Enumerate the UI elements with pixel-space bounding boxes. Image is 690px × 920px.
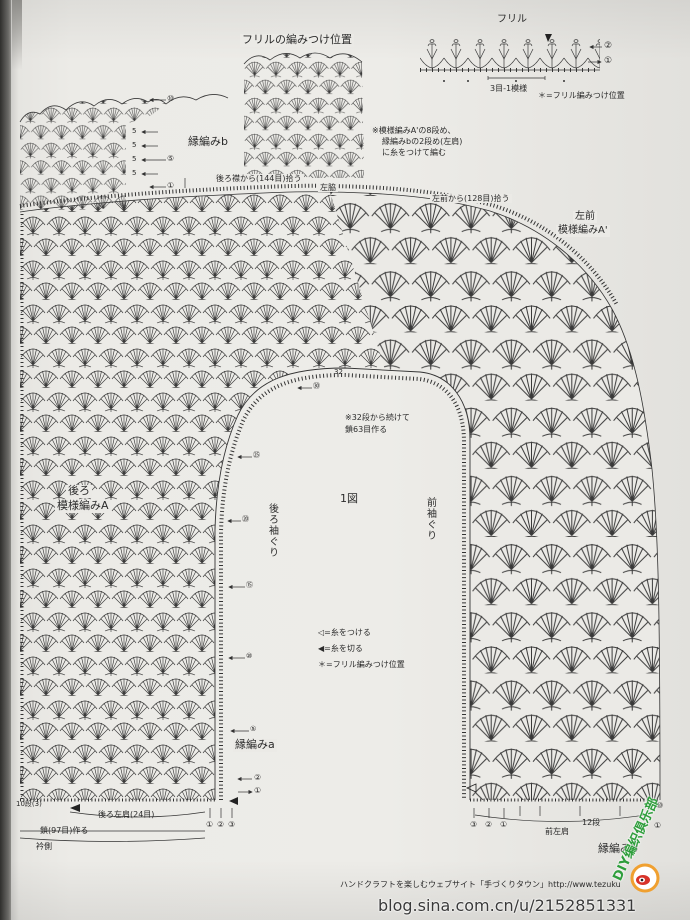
row-marker-1: ① — [254, 786, 262, 795]
front-body-pattern — [330, 192, 660, 800]
right-row-marker-10: ⑩ — [656, 801, 664, 810]
stitch-count-1: 5 — [130, 127, 139, 136]
row-marker-top-10: ⑩ — [167, 94, 175, 103]
row-marker-2: ② — [254, 773, 262, 782]
back-label: 後ろ — [66, 484, 92, 498]
row-marker-32: 32 — [334, 368, 343, 376]
back-left-shoulder-label: 後ろ左肩(24目) — [98, 810, 155, 819]
back-bottom-mark-1: ① — [206, 820, 214, 829]
row-marker-20: ⑳ — [242, 515, 249, 523]
frill-row-label-1: ① — [604, 56, 613, 66]
edging-b-label: 縁編みb — [186, 135, 230, 149]
frill-position-title: フリルの編みつけ位置 — [240, 33, 354, 47]
frill-repeat-label: 3目-1模様 — [490, 84, 528, 93]
row-marker-arrows — [141, 97, 312, 795]
cut-yarn-icon — [70, 804, 80, 812]
edging-b-scallop-edge — [19, 94, 229, 123]
stitch-count-3: 5 — [130, 155, 139, 164]
footer-site: ハンドクラフトを楽しむウェブサイト「手づくりタウン」http://www.tez… — [340, 880, 621, 889]
stitch-count-4: 5 — [130, 169, 139, 178]
back-bottom-mark-3: ③ — [228, 820, 236, 829]
edging-a-label: 縁編みa — [233, 738, 277, 752]
chain-97-label: 鎖(97目)作る — [40, 826, 89, 835]
pattern-a-label: 模様編みA — [55, 499, 111, 513]
sina-logo-icon — [630, 863, 660, 893]
edging-b-strip-pattern — [20, 98, 166, 212]
edging-b-bottom-label: 縁編みb — [598, 842, 638, 855]
legend-cut-yarn: ◀=糸を切る — [318, 644, 363, 653]
frill-repeat-bracket — [487, 76, 546, 80]
armhole-edge-a-stitches — [219, 372, 466, 800]
row-marker-10: ⑩ — [246, 652, 253, 660]
back-bottom-rows-label: 10段(3) — [16, 800, 42, 808]
right-row-marker-1: ① — [654, 821, 662, 830]
left-front-label: 左前 — [573, 211, 597, 223]
front-bottom-mark-2: ② — [485, 820, 493, 829]
rows-12-label: 12段 — [582, 818, 601, 827]
row-marker-30: ㉚ — [313, 382, 320, 390]
figure-title: 1図 — [340, 492, 358, 505]
neck-side-label: 衿側 — [36, 842, 52, 851]
frill-attach-marker-icon — [545, 34, 552, 42]
front-bottom-mark-3: ③ — [470, 820, 478, 829]
note-chain-line-1: ※32段から続けて — [345, 413, 410, 422]
legend-frill-position: ＊=フリル編みつけ位置 — [318, 660, 405, 669]
frill-chart-stitches — [420, 38, 600, 70]
row-marker-15: ⑮ — [246, 581, 253, 589]
armhole-edge-line — [214, 367, 471, 800]
book-binding-shadow — [0, 0, 12, 920]
front-bottom-mark-1: ① — [500, 820, 508, 829]
row-marker-top-5: ⑤ — [167, 154, 175, 163]
cut-yarn-icon-2 — [229, 797, 238, 805]
back-armhole-label: 後ろ袖ぐり — [266, 503, 278, 558]
frill-attach-legend: ＊=フリル編みつけ位置 — [538, 91, 625, 100]
neckline-edge-line — [19, 191, 661, 801]
pick-back-neck-label: 後ろ襟から(144目)拾う — [214, 174, 304, 184]
row-marker-5: ⑤ — [250, 725, 257, 733]
note-top-line-1: ※模様編みA'の8段め、 — [370, 126, 458, 136]
note-top-line-2: 縁編みbの2段め(左肩) — [380, 137, 465, 147]
frill-title: フリル — [497, 14, 527, 25]
note-chain-line-2: 鎖63目作る — [345, 425, 388, 434]
note-top-line-3: に糸をつけて編む — [380, 148, 448, 158]
page-corner-shadow — [12, 0, 22, 70]
left-side-label: 左脇 — [318, 183, 338, 193]
pattern-a-prime-label: 模様編みA' — [556, 225, 610, 237]
bottom-brackets — [19, 806, 646, 842]
frill-row-label-2: ② — [604, 41, 613, 51]
frill-position-pattern — [244, 53, 364, 178]
stitch-count-2: 5 — [130, 141, 139, 150]
pick-left-front-label: 左前から(128目)拾う — [430, 194, 512, 204]
frill-attach-points — [443, 80, 565, 82]
join-yarn-icon — [466, 783, 477, 793]
row-marker-top-1: ① — [167, 181, 175, 190]
back-bottom-mark-2: ② — [217, 820, 225, 829]
row-marker-25: ㉕ — [253, 451, 260, 459]
front-left-shoulder-label: 前左肩 — [545, 827, 569, 836]
front-armhole-label: 前袖ぐり — [424, 497, 436, 541]
frill-position-edge — [243, 52, 363, 65]
legend-join-yarn: ◁=糸をつける — [318, 628, 371, 637]
footer-blog-url: blog.sina.com.cn/u/2152851331 — [378, 896, 637, 915]
neckline-pickup-stitches — [19, 183, 619, 306]
